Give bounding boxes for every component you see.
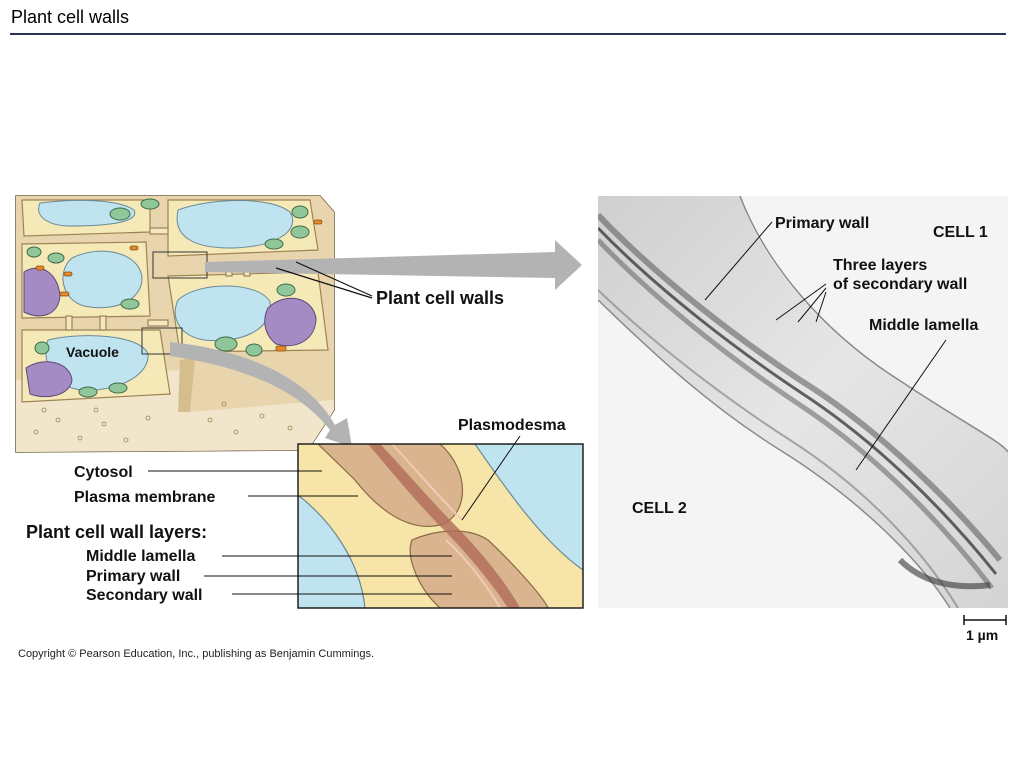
zoom-arrows (170, 240, 582, 447)
em-middle-lamella-label: Middle lamella (869, 317, 978, 334)
slide-title: Plant cell walls (11, 7, 130, 27)
wall-layers-heading: Plant cell wall layers: (26, 522, 207, 542)
middle-lamella-label: Middle lamella (86, 548, 195, 565)
vacuole-label: Vacuole (66, 344, 119, 360)
wall-zoom-detail (297, 443, 584, 609)
secondary-wall-label: Secondary wall (86, 587, 203, 604)
figure: Vacuole Plant cell walls Plasmodesma (15, 195, 1008, 643)
plasma-membrane-label: Plasma membrane (74, 489, 216, 506)
em-cell2-label: CELL 2 (632, 500, 687, 517)
plant-cell-walls-label: Plant cell walls (376, 288, 504, 308)
title-divider (10, 33, 1006, 35)
scale-bar-label: 1 µm (966, 627, 998, 643)
em-three-layers-line2: of secondary wall (833, 276, 967, 293)
em-three-layers-line1: Three layers (833, 257, 927, 274)
plant-cell-walls-callout: Plant cell walls (275, 261, 504, 308)
scale-bar: 1 µm (963, 615, 1007, 643)
cytosol-label: Cytosol (74, 464, 133, 481)
zoom-labels: Cytosol Plasma membrane Plant cell wall … (26, 464, 452, 604)
plasmodesma-callout: Plasmodesma (458, 417, 566, 521)
em-cell1-label: CELL 1 (933, 224, 988, 241)
plasmodesma-label: Plasmodesma (458, 417, 566, 434)
em-primary-wall-label: Primary wall (775, 215, 869, 232)
electron-micrograph: Primary wall CELL 1 Three layers of seco… (598, 196, 1008, 643)
copyright-text: Copyright © Pearson Education, Inc., pub… (18, 648, 375, 660)
primary-wall-label: Primary wall (86, 568, 180, 585)
cell-tissue-illustration: Vacuole (15, 195, 335, 453)
